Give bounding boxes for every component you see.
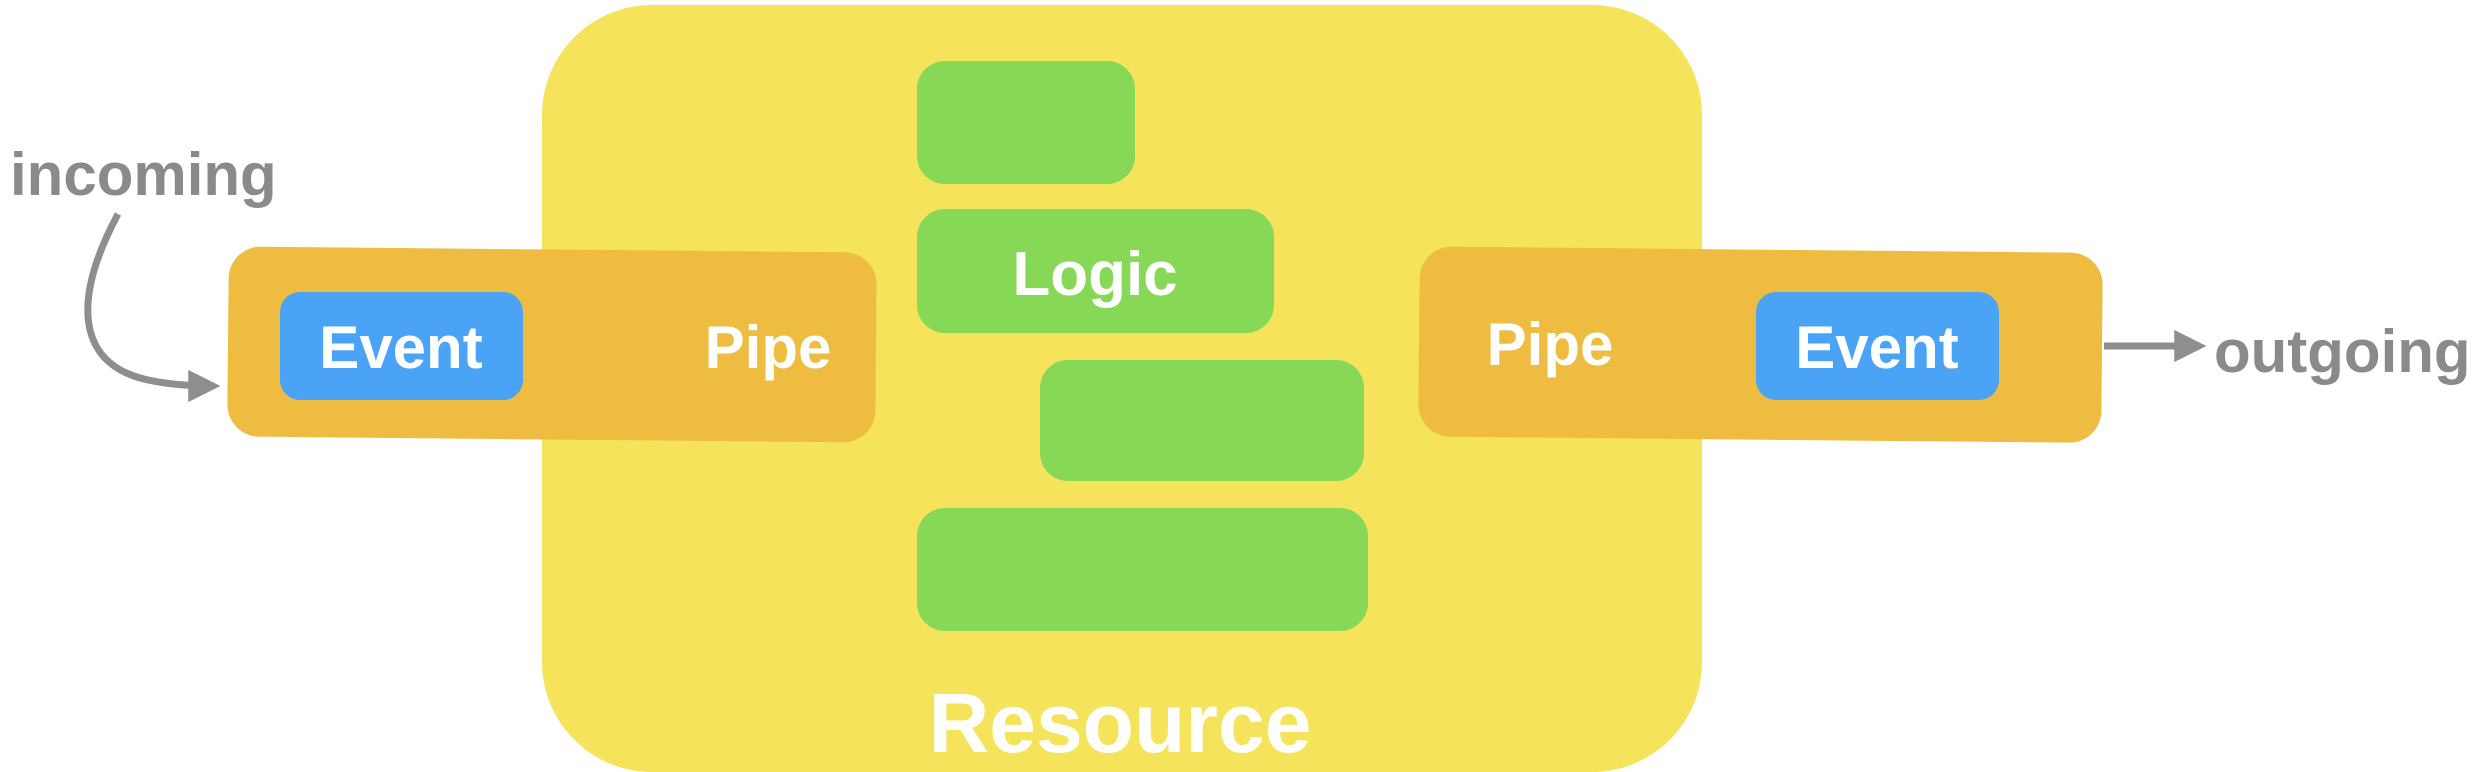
logic-block-3	[1040, 360, 1364, 481]
left-pipe-label: Pipe	[705, 314, 832, 381]
logic-block-2	[917, 209, 1274, 333]
outgoing-label: outgoing	[2214, 318, 2471, 385]
left-event-label: Event	[319, 314, 482, 381]
right-event-box	[1756, 292, 1999, 400]
logic-block-4	[917, 508, 1368, 631]
incoming-arrow	[84, 212, 221, 403]
right-pipe-label: Pipe	[1487, 311, 1614, 378]
logic-block-1	[917, 61, 1135, 184]
incoming-label: incoming	[10, 141, 277, 208]
left-event-box	[280, 292, 523, 400]
logic-label: Logic	[1012, 240, 1177, 309]
right-event-label: Event	[1795, 314, 1958, 381]
resource-label: Resource	[929, 676, 1312, 770]
